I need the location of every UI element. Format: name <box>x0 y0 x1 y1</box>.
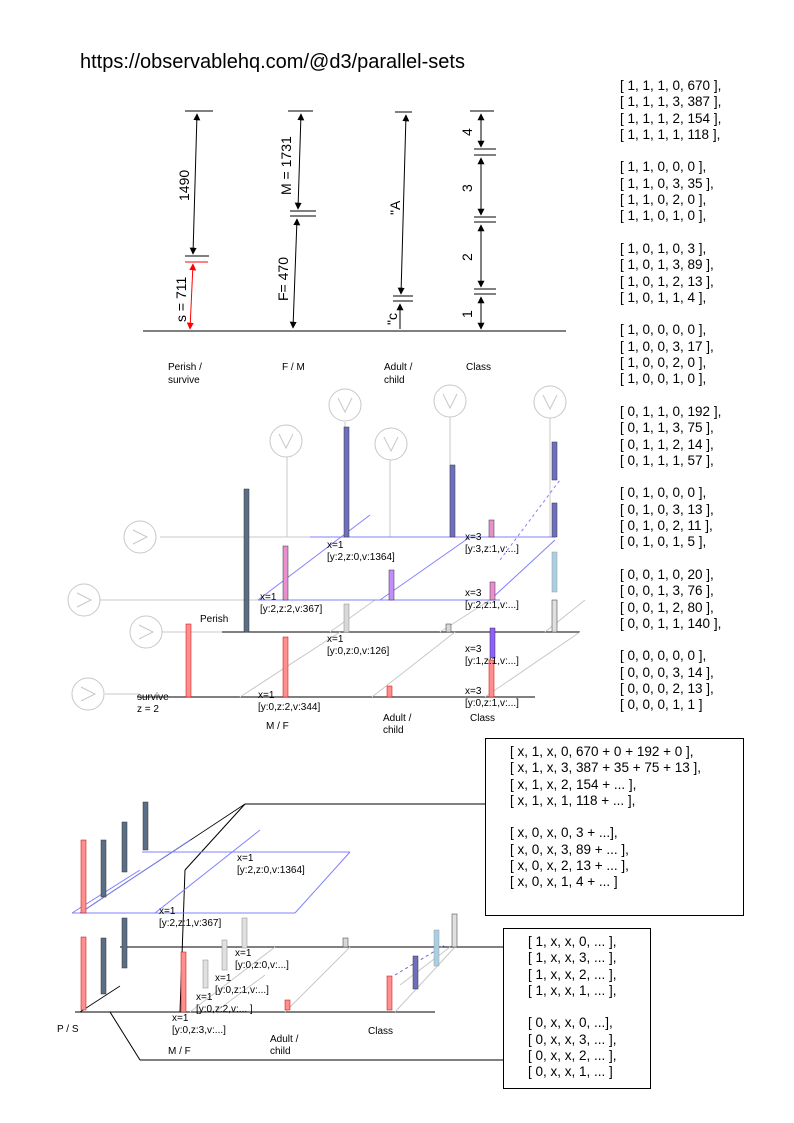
annot-x: x=1 <box>258 690 275 701</box>
label-mf: M / F <box>266 721 289 732</box>
bar <box>343 603 350 633</box>
class1-measure: 1 <box>459 310 475 318</box>
perish-arrow <box>189 113 201 255</box>
annot-v: [y:0,z:0,v:...] <box>235 960 289 971</box>
annot-v: [y:0,z:2,v:... ] <box>196 1004 253 1015</box>
perish-axis-label: Perish / <box>168 362 202 373</box>
annot-v: [y:2,z:0,v:1364] <box>327 552 395 563</box>
annot-v: [y:0,z:3,v:...] <box>172 1025 226 1036</box>
bar <box>489 581 496 601</box>
label-mf: M / F <box>168 1046 191 1057</box>
blue-plane-lines <box>257 479 561 601</box>
survive-measure: s = 711 <box>173 277 189 322</box>
adult-arrow <box>397 114 410 295</box>
middle-3d-diagram: Perish survive z = 2 M / F Adult / child… <box>67 384 586 736</box>
bar <box>343 426 350 538</box>
annot-v: [y:1,z:1,v:...] <box>465 656 519 667</box>
female-measure: F= 470 <box>275 257 291 301</box>
bar <box>489 627 496 659</box>
x-box: [ 1, x, x, 0, ... ], [ 1, x, x, 3, ... ]… <box>503 928 651 1089</box>
perish-measure: 1490 <box>176 170 192 201</box>
annot-x: x=1 <box>327 634 344 645</box>
annot-v: [y:2,z:1,v:367] <box>159 918 221 929</box>
annot-x: x=1 <box>260 592 277 603</box>
label-perish: Perish <box>200 614 228 625</box>
class2-measure: 2 <box>459 253 475 261</box>
annot-v: [y:0,z:1,v:...] <box>465 698 519 709</box>
sum-box: [ x, 1, x, 0, 670 + 0 + 192 + 0 ], [ x, … <box>485 738 744 916</box>
label-class: Class <box>470 713 495 724</box>
age-axis-label-2: child <box>384 375 405 386</box>
annot-x: x=3 <box>465 644 482 655</box>
bar <box>445 623 452 633</box>
label-survive: survive <box>137 692 169 703</box>
label-ps: P / S <box>57 1024 79 1035</box>
annot-x: x=1 <box>215 973 232 984</box>
annot-v: [y:2,z:1,v:...] <box>465 600 519 611</box>
gray-diagonals <box>239 599 586 698</box>
label-class: Class <box>368 1026 393 1037</box>
bottom-3d-diagram: P / S M / F Adult / child Class x=1 [y:2… <box>57 801 503 1061</box>
bar <box>388 569 395 601</box>
annot-v: [y:0,z:0,v:126] <box>327 646 389 657</box>
annot-v: [y:2,z:0,v:1364] <box>237 865 305 876</box>
class-axis-label: Class <box>466 362 491 373</box>
annot-v: [y:2,z:2,v:367] <box>260 604 322 615</box>
class4-measure: 4 <box>459 128 475 136</box>
female-arrow <box>289 218 301 329</box>
survive-arrow <box>186 263 197 330</box>
male-measure: M = 1731 <box>278 136 294 195</box>
top-measure-diagram: 1490 s = 711 M = 1731 F= 470 "A "c 4 <box>143 110 566 386</box>
bar <box>551 599 558 633</box>
page-title[interactable]: https://observablehq.com/@d3/parallel-se… <box>80 51 465 73</box>
label-z2: z = 2 <box>137 704 159 715</box>
bar <box>449 464 456 538</box>
bar <box>551 551 558 593</box>
perish-axis-label-2: survive <box>168 375 200 386</box>
annot-x: x=1 <box>172 1013 189 1024</box>
annot-x: x=3 <box>465 686 482 697</box>
child-measure: "c <box>384 313 400 325</box>
annot-x: x=3 <box>465 588 482 599</box>
bar <box>282 545 289 601</box>
label-adult: Adult / <box>383 713 412 724</box>
bar <box>551 502 558 538</box>
annot-v: [y:3,z:1,v:...] <box>465 544 519 555</box>
bar-survive-total <box>185 623 192 698</box>
data-arrays-list: [ 1, 1, 1, 0, 670 ], [ 1, 1, 1, 3, 387 ]… <box>620 78 722 713</box>
annot-v: [y:0,z:1,v:...] <box>215 985 269 996</box>
annot-x: x=1 <box>327 540 344 551</box>
bar <box>282 636 289 698</box>
male-arrow <box>294 113 305 210</box>
label-child: child <box>383 725 404 736</box>
age-axis-label: Adult / <box>384 362 413 373</box>
annot-v: [y:0,z:2,v:344] <box>258 702 320 713</box>
annot-x: x=1 <box>196 992 213 1003</box>
bar <box>386 685 393 698</box>
bar <box>488 519 495 538</box>
annot-x: x=1 <box>159 906 176 917</box>
bar <box>551 441 558 481</box>
label-child: child <box>270 1046 291 1057</box>
label-adult: Adult / <box>270 1034 299 1045</box>
annot-x: x=3 <box>465 532 482 543</box>
annot-x: x=1 <box>235 948 252 959</box>
bar <box>488 659 495 698</box>
class-ticks <box>470 110 496 332</box>
sex-axis-label: F / M <box>282 362 305 373</box>
bar-perish-total <box>243 488 250 633</box>
class3-measure: 3 <box>459 184 475 192</box>
adult-measure: "A <box>387 200 403 215</box>
annot-x: x=1 <box>237 853 254 864</box>
